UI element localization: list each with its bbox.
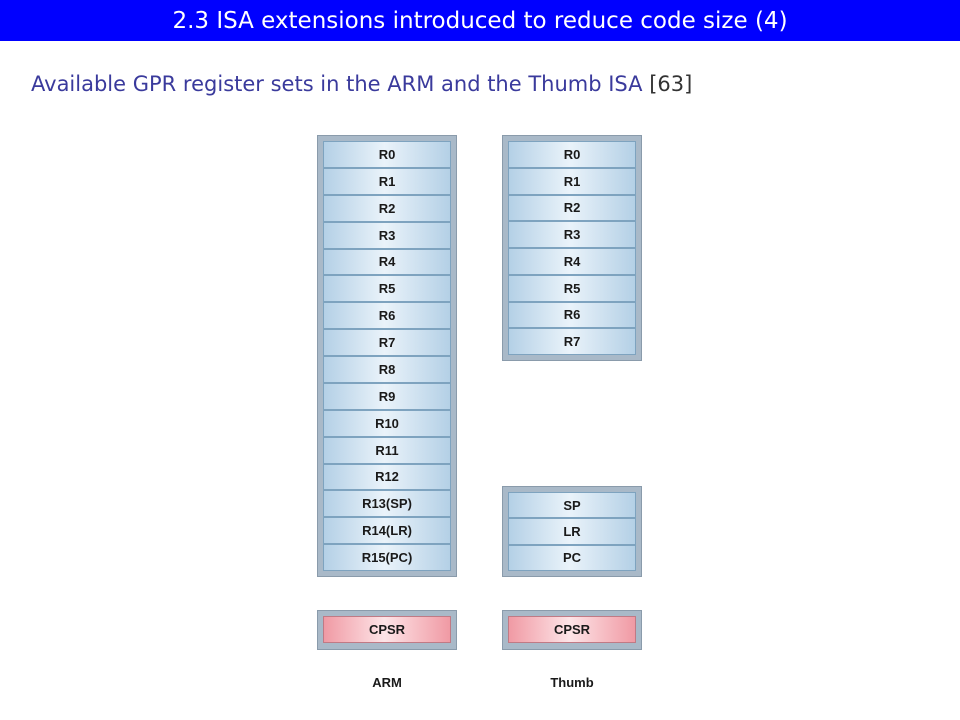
- arm-cpsr-cell: CPSR: [323, 616, 451, 643]
- slide-title-bar: 2.3 ISA extensions introduced to reduce …: [0, 0, 960, 41]
- arm-register-cell: R7: [323, 329, 451, 356]
- caption-reference: [63]: [649, 72, 693, 96]
- arm-register-cell: R10: [323, 409, 451, 437]
- diagram-caption: Available GPR register sets in the ARM a…: [31, 72, 692, 96]
- arm-register-cell: R11: [323, 436, 451, 464]
- thumb-cpsr-cell: CPSR: [508, 616, 636, 643]
- arm-register-cell: R9: [323, 382, 451, 410]
- thumb-low-register-cell: R1: [508, 167, 636, 195]
- arm-register-cell: R8: [323, 356, 451, 383]
- arm-register-cell: R13(SP): [323, 490, 451, 518]
- arm-register-cell: R4: [323, 248, 451, 276]
- arm-status-register: CPSR: [317, 610, 457, 650]
- thumb-low-register-cell: R3: [508, 221, 636, 248]
- thumb-special-register-cell: SP: [508, 492, 636, 519]
- arm-register-cell: R12: [323, 463, 451, 491]
- arm-register-cell: R0: [323, 141, 451, 168]
- arm-label: ARM: [372, 675, 402, 690]
- arm-register-cell: R15(PC): [323, 544, 451, 571]
- thumb-low-register-cell: R6: [508, 301, 636, 329]
- thumb-special-register-cell: PC: [508, 544, 636, 571]
- arm-register-cell: R1: [323, 167, 451, 195]
- arm-register-cell: R5: [323, 275, 451, 303]
- thumb-low-register-cell: R2: [508, 194, 636, 222]
- thumb-low-register-cell: R7: [508, 328, 636, 355]
- arm-register-cell: R6: [323, 302, 451, 330]
- caption-text: Available GPR register sets in the ARM a…: [31, 72, 650, 96]
- thumb-low-register-cell: R4: [508, 248, 636, 275]
- arm-register-cell: R2: [323, 194, 451, 222]
- thumb-status-register: CPSR: [502, 610, 642, 650]
- thumb-label: Thumb: [550, 675, 594, 690]
- arm-register-cell: R14(LR): [323, 517, 451, 545]
- thumb-special-register-cell: LR: [508, 518, 636, 545]
- slide-title: 2.3 ISA extensions introduced to reduce …: [172, 7, 788, 34]
- thumb-low-register-cell: R5: [508, 274, 636, 302]
- arm-register-cell: R3: [323, 221, 451, 249]
- thumb-low-register-cell: R0: [508, 141, 636, 168]
